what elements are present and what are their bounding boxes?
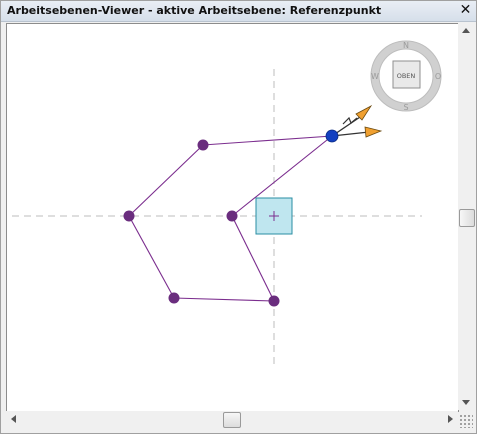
gizmo-arrow-y xyxy=(355,104,373,121)
compass-west-label: W xyxy=(371,72,379,81)
compass-north-label: N xyxy=(403,41,409,50)
sketch-lines xyxy=(128,135,333,302)
view-cube-top-face xyxy=(392,60,421,89)
vertical-scroll-thumb[interactable] xyxy=(459,209,475,227)
scroll-up-icon[interactable] xyxy=(462,28,470,33)
reference-point-gizmo[interactable] xyxy=(325,104,383,143)
vertical-scrollbar[interactable] xyxy=(458,23,475,410)
horizontal-scrollbar[interactable] xyxy=(6,411,458,428)
scroll-right-icon[interactable] xyxy=(448,415,453,423)
compass-east-label: O xyxy=(435,72,441,81)
close-button[interactable]: ✕ xyxy=(459,2,472,18)
viewer-canvas[interactable]: N S W O OBEN xyxy=(6,23,459,412)
scroll-left-icon[interactable] xyxy=(11,415,16,423)
horizontal-scroll-thumb[interactable] xyxy=(223,412,241,428)
window-title: Arbeitsebenen-Viewer - aktive Arbeitsebe… xyxy=(7,4,382,17)
sketch-point xyxy=(226,210,238,222)
sketch-point xyxy=(168,292,180,304)
workplane-origin[interactable] xyxy=(255,197,293,235)
sketch-line xyxy=(128,144,204,217)
view-cube-compass-ring xyxy=(371,41,441,111)
sketch-points[interactable] xyxy=(123,139,280,307)
sketch-line xyxy=(231,215,275,302)
scroll-down-icon[interactable] xyxy=(462,400,470,405)
view-cube-face-label: OBEN xyxy=(397,72,416,80)
sketch-line xyxy=(173,297,275,302)
viewer-drawing[interactable]: N S W O OBEN xyxy=(7,24,458,411)
sketch-point xyxy=(123,210,135,222)
sketch-line xyxy=(202,135,333,146)
sketch-point xyxy=(197,139,209,151)
sketch-line xyxy=(128,215,175,299)
sketch-line xyxy=(231,135,333,217)
compass-south-label: S xyxy=(403,103,408,112)
gizmo-arrow-x xyxy=(364,126,383,138)
gizmo-rotation-handle xyxy=(342,116,358,125)
title-bar[interactable]: Arbeitsebenen-Viewer - aktive Arbeitsebe… xyxy=(1,1,476,22)
sketch-point xyxy=(268,295,280,307)
resize-grip-icon[interactable] xyxy=(459,414,473,428)
selected-reference-point xyxy=(325,129,339,143)
view-cube[interactable]: N S W O OBEN xyxy=(370,40,442,112)
